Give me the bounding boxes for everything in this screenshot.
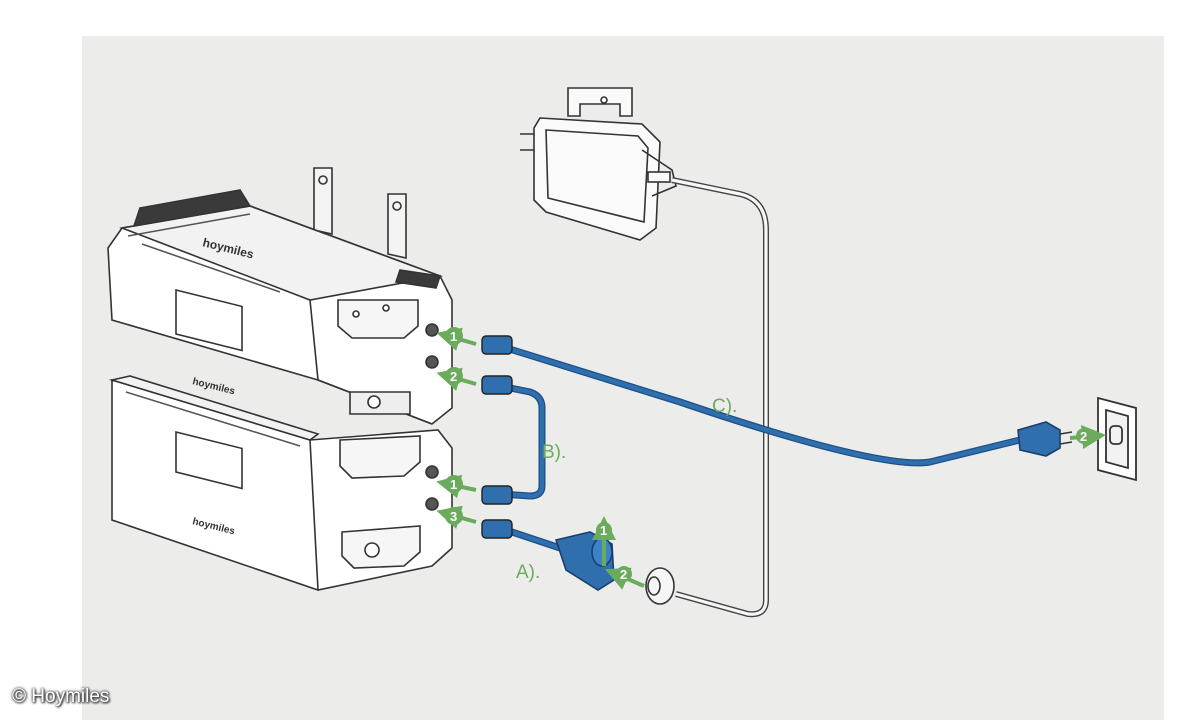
brand-label-upper: hoymiles (191, 376, 236, 397)
inverter-plug (645, 567, 675, 605)
step-number-adapter-2: 2 (620, 567, 627, 582)
battery-unit-lower (108, 375, 453, 591)
copyright-credit: © Hoymiles (12, 686, 110, 707)
step-number-lower-3: 3 (450, 509, 457, 524)
step-number-upper-1: 1 (450, 329, 457, 344)
wall-socket (1097, 396, 1137, 482)
cable-connectors (481, 335, 513, 539)
step-badges (445, 327, 1092, 582)
step-number-lower-1: 1 (450, 477, 457, 492)
step-number-socket-2: 2 (1080, 429, 1087, 444)
grid-plug (1017, 421, 1073, 457)
battery-unit-upper (107, 189, 453, 425)
step-number-upper-2: 2 (450, 369, 457, 384)
wall-brackets (313, 167, 407, 259)
label-c: C). (712, 396, 738, 417)
label-b: B). (542, 442, 567, 463)
cable-b (499, 382, 546, 500)
step-number-adapter-1: 1 (600, 523, 607, 538)
microinverter (520, 87, 677, 241)
label-a: A). (516, 562, 541, 583)
